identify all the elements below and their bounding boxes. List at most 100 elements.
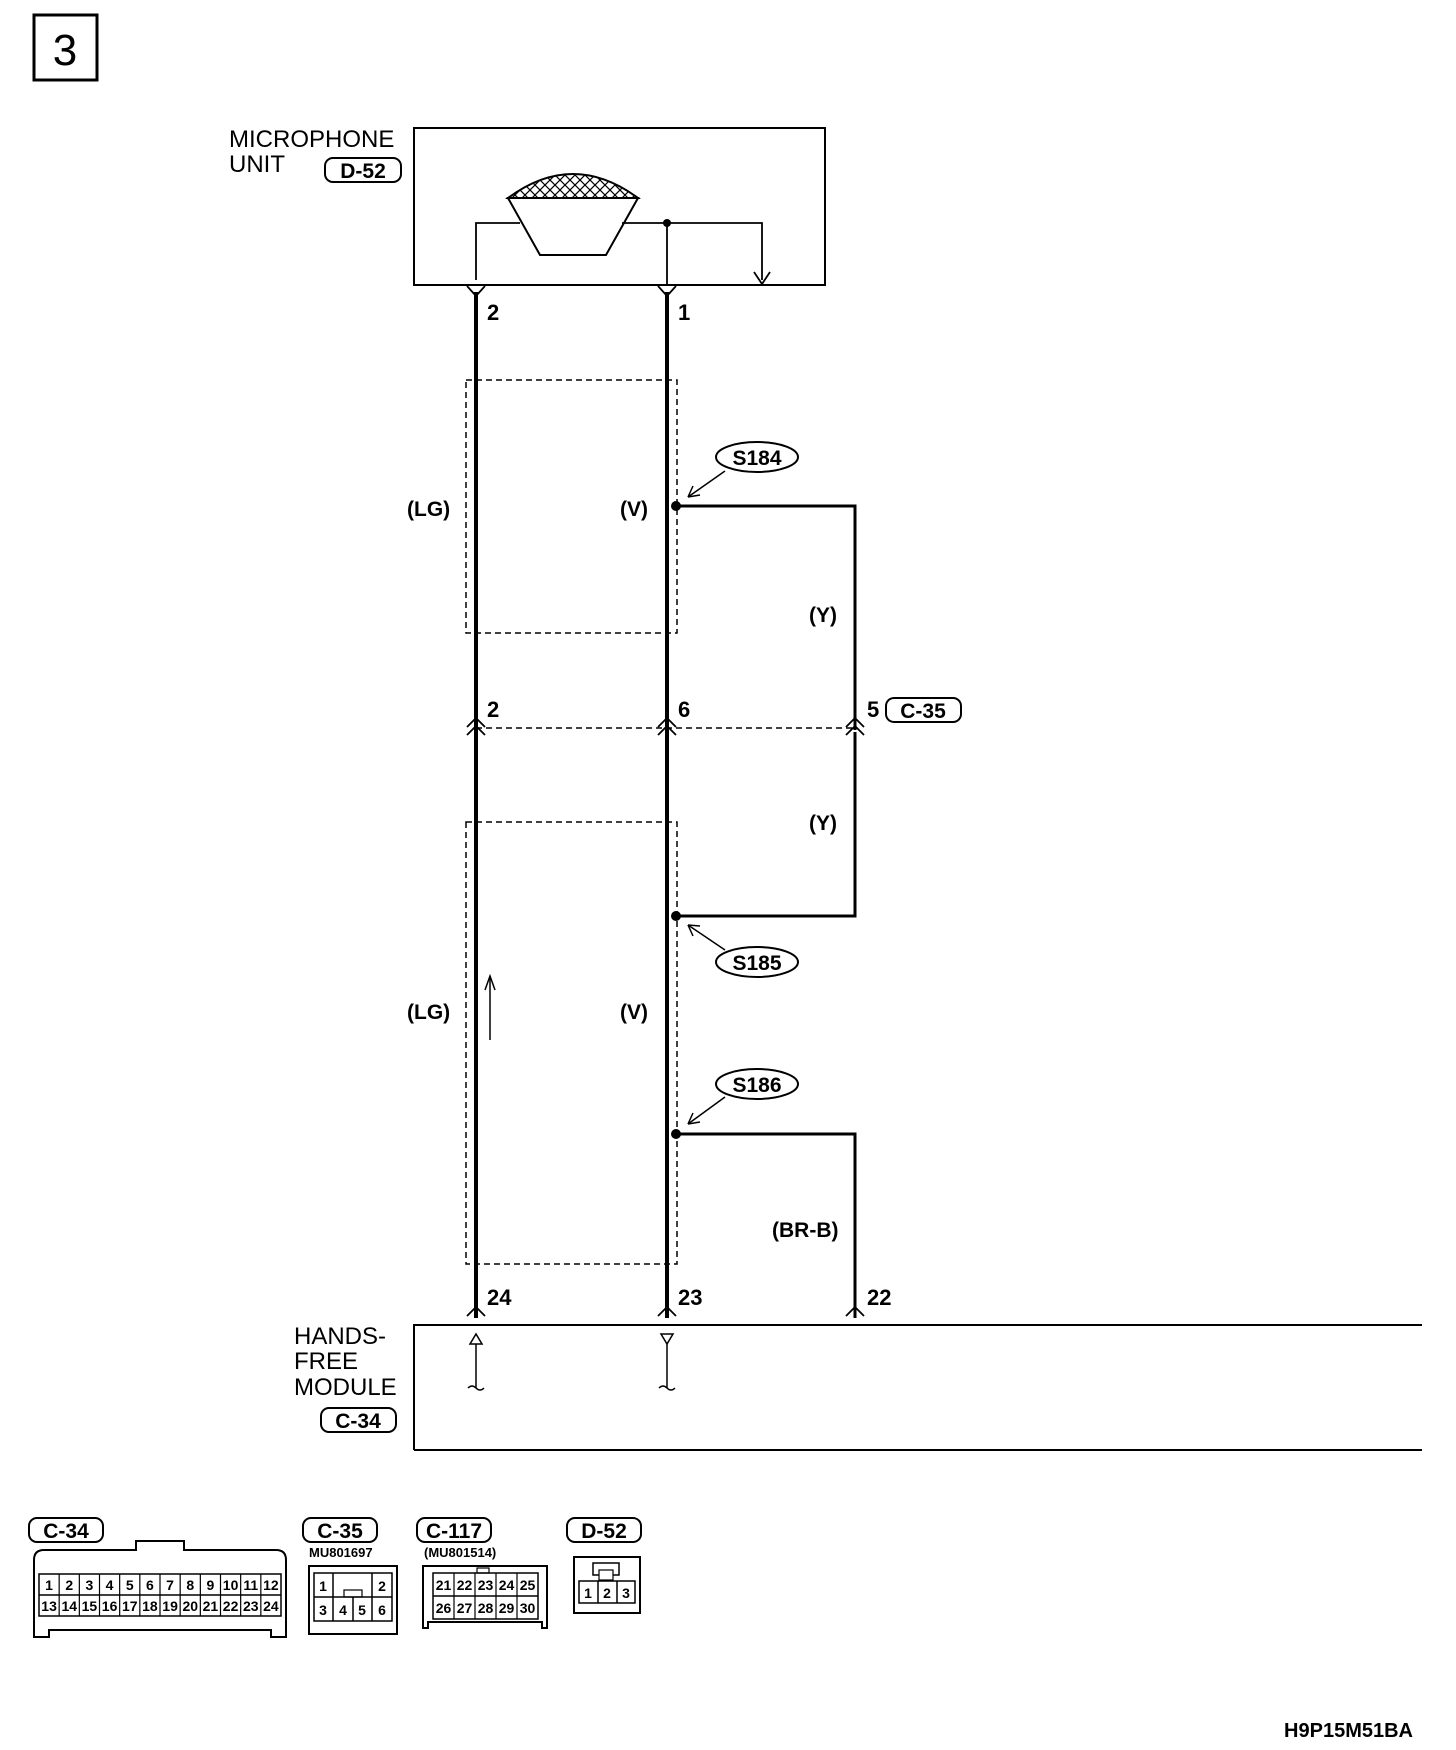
module-connector-id: C-34 bbox=[335, 1410, 381, 1433]
junction-connector-c35: 2 6 5 C-35 bbox=[466, 697, 962, 736]
c34-cell-12: 12 bbox=[263, 1577, 279, 1593]
page-number: 3 bbox=[53, 26, 77, 75]
d52-cell-1: 1 bbox=[584, 1585, 592, 1601]
splice-s184-label: S184 bbox=[732, 447, 781, 470]
c35-cell-4: 4 bbox=[339, 1602, 347, 1618]
c117-cell-28: 28 bbox=[478, 1600, 494, 1616]
c34-cell-18: 18 bbox=[142, 1598, 158, 1614]
c34-cell-6: 6 bbox=[146, 1577, 154, 1593]
c34-cell-24: 24 bbox=[263, 1598, 279, 1614]
c34-cell-3: 3 bbox=[86, 1577, 94, 1593]
connector-view-c117-id: C-117 bbox=[426, 1520, 482, 1543]
c117-cell-30: 30 bbox=[520, 1600, 536, 1616]
splice-s184: S184 bbox=[671, 441, 857, 730]
junction-pin-right: 5 bbox=[867, 697, 879, 722]
c34-cell-9: 9 bbox=[207, 1577, 215, 1593]
module-label-line1: HANDS- bbox=[294, 1323, 386, 1350]
connector-view-c35-part: MU801697 bbox=[309, 1545, 373, 1560]
connector-c117-cells: 21 22 23 24 25 26 27 28 29 30 bbox=[436, 1573, 536, 1619]
signal-arrow-icon bbox=[484, 973, 496, 1040]
microphone-icon bbox=[504, 173, 642, 256]
c34-cell-11: 11 bbox=[243, 1577, 258, 1593]
c117-cell-29: 29 bbox=[499, 1600, 515, 1616]
junction-pin-mid: 6 bbox=[678, 697, 690, 722]
module-label-line2: FREE bbox=[294, 1348, 358, 1375]
module-output-arrow-icon bbox=[658, 1333, 676, 1391]
module-input-arrow-icon bbox=[467, 1332, 485, 1391]
c34-cell-16: 16 bbox=[102, 1598, 118, 1614]
c35-cell-5: 5 bbox=[358, 1602, 366, 1618]
c34-cell-14: 14 bbox=[61, 1598, 77, 1614]
c34-cell-7: 7 bbox=[166, 1577, 174, 1593]
c117-cell-22: 22 bbox=[457, 1577, 473, 1593]
splice-s185-label: S185 bbox=[732, 952, 781, 975]
microphone-pin-right: 1 bbox=[678, 300, 690, 325]
c34-cell-10: 10 bbox=[223, 1577, 239, 1593]
c117-cell-21: 21 bbox=[436, 1577, 452, 1593]
connector-view-c117-part: (MU801514) bbox=[424, 1545, 496, 1560]
wire-color-mid-bottom: (V) bbox=[620, 1001, 648, 1024]
wire-color-left-top: (LG) bbox=[407, 498, 450, 521]
microphone-pin-left: 2 bbox=[487, 300, 499, 325]
module-label-line3: MODULE bbox=[294, 1374, 397, 1401]
microphone-connector-tag: D-52 bbox=[324, 157, 402, 183]
c34-cell-15: 15 bbox=[82, 1598, 98, 1614]
shield-box-lower bbox=[465, 821, 678, 1265]
page-number-box: 3 bbox=[32, 13, 99, 82]
microphone-connector-id: D-52 bbox=[340, 160, 386, 183]
d52-cell-3: 3 bbox=[622, 1585, 630, 1601]
c34-cell-1: 1 bbox=[45, 1577, 53, 1593]
main-wires bbox=[474, 292, 669, 1318]
c34-cell-22: 22 bbox=[223, 1598, 239, 1614]
c117-cell-24: 24 bbox=[499, 1577, 515, 1593]
c34-cell-4: 4 bbox=[106, 1577, 114, 1593]
module-pin-24: 24 bbox=[487, 1285, 512, 1310]
c35-cell-1: 1 bbox=[319, 1578, 327, 1594]
c117-cell-23: 23 bbox=[478, 1577, 494, 1593]
c117-cell-25: 25 bbox=[520, 1577, 536, 1593]
c34-cell-21: 21 bbox=[203, 1598, 219, 1614]
figure-code: H9P15M51BA bbox=[1284, 1720, 1413, 1742]
c34-cell-5: 5 bbox=[126, 1577, 134, 1593]
microphone-unit-label-line2: UNIT bbox=[229, 151, 285, 178]
connector-view-c35-id: C-35 bbox=[317, 1520, 363, 1543]
connector-view-c34-id: C-34 bbox=[43, 1520, 89, 1543]
shield-box-upper bbox=[465, 379, 678, 634]
connector-view-d52-id: D-52 bbox=[581, 1520, 627, 1543]
wire-color-branch: (BR-B) bbox=[772, 1219, 838, 1242]
c34-cell-17: 17 bbox=[122, 1598, 138, 1614]
splice-s185: S185 bbox=[671, 732, 857, 978]
module-pin-22: 22 bbox=[867, 1285, 891, 1310]
wire-color-right-bottom: (Y) bbox=[809, 812, 837, 835]
connector-view-c117: C-117 (MU801514) 21 22 23 24 25 26 27 28 29 30 bbox=[416, 1517, 548, 1629]
connector-view-c35: C-35 MU801697 1 2 3 4 5 6 bbox=[302, 1517, 398, 1635]
wire-color-mid-top: (V) bbox=[620, 498, 648, 521]
wire-color-left-bottom: (LG) bbox=[407, 1001, 450, 1024]
hands-free-module: 24 23 22 HANDS- FREE MODULE C-34 bbox=[294, 1285, 1422, 1451]
junction-pin-left: 2 bbox=[487, 697, 499, 722]
c35-cell-2: 2 bbox=[378, 1578, 386, 1594]
connector-view-d52: D-52 1 2 3 bbox=[566, 1517, 642, 1614]
c117-cell-26: 26 bbox=[436, 1600, 452, 1616]
c35-cell-6: 6 bbox=[378, 1602, 386, 1618]
splice-s186-label: S186 bbox=[732, 1074, 781, 1097]
c34-cell-19: 19 bbox=[162, 1598, 178, 1614]
splice-s186: S186 bbox=[671, 1068, 857, 1318]
c35-cell-3: 3 bbox=[319, 1602, 327, 1618]
microphone-unit-box bbox=[413, 127, 826, 286]
d52-cell-2: 2 bbox=[603, 1585, 611, 1601]
c117-cell-27: 27 bbox=[457, 1600, 473, 1616]
c34-cell-23: 23 bbox=[243, 1598, 259, 1614]
module-pin-23: 23 bbox=[678, 1285, 702, 1310]
wire-color-right-top: (Y) bbox=[809, 604, 837, 627]
microphone-unit: MICROPHONE UNIT D-52 2 1 bbox=[229, 126, 826, 325]
c34-cell-20: 20 bbox=[182, 1598, 198, 1614]
c34-cell-13: 13 bbox=[41, 1598, 57, 1614]
junction-connector-id: C-35 bbox=[900, 700, 946, 723]
c34-cell-8: 8 bbox=[186, 1577, 194, 1593]
microphone-unit-label-line1: MICROPHONE bbox=[229, 126, 394, 153]
c34-cell-2: 2 bbox=[65, 1577, 73, 1593]
